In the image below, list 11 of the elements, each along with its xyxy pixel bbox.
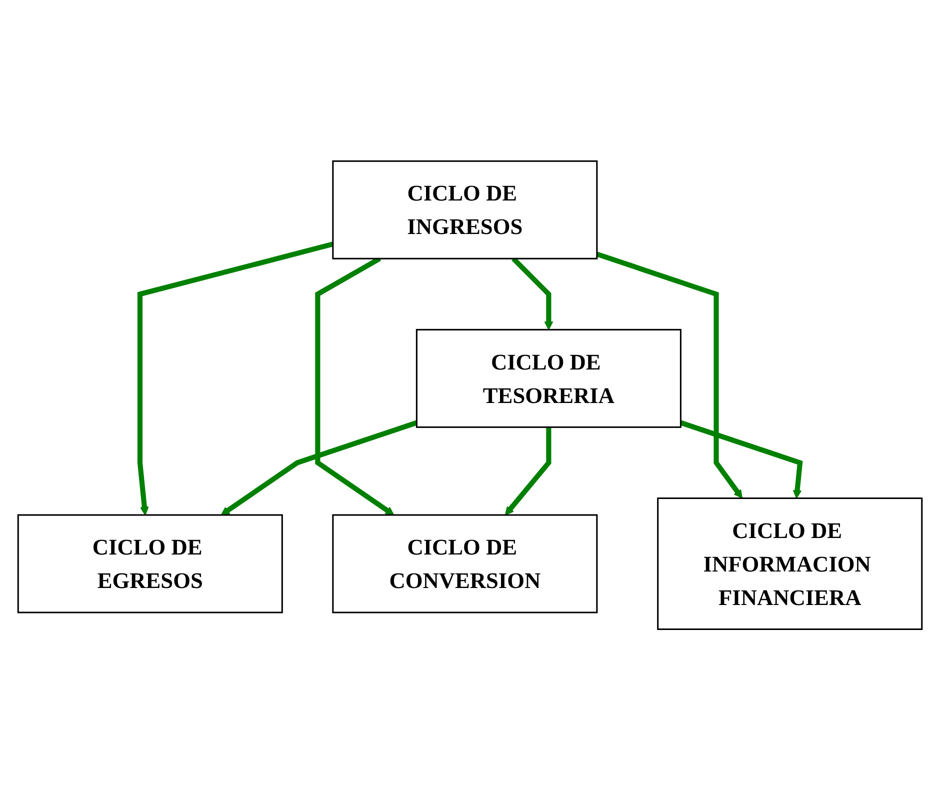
node-box: CICLO DE EGRESOS [17,514,283,614]
node-box: CICLO DE INFORMACION FINANCIERA [657,498,923,630]
node-box: CICLO DE INGRESOS [332,160,598,260]
arrow [137,242,334,516]
arrow [220,420,418,516]
arrow [504,427,552,516]
arrow [596,252,743,499]
arrow [680,420,803,499]
node-box: CICLO DE CONVERSION [332,514,598,614]
node-box: CICLO DE TESORERIA [416,329,682,428]
arrow [512,257,554,330]
